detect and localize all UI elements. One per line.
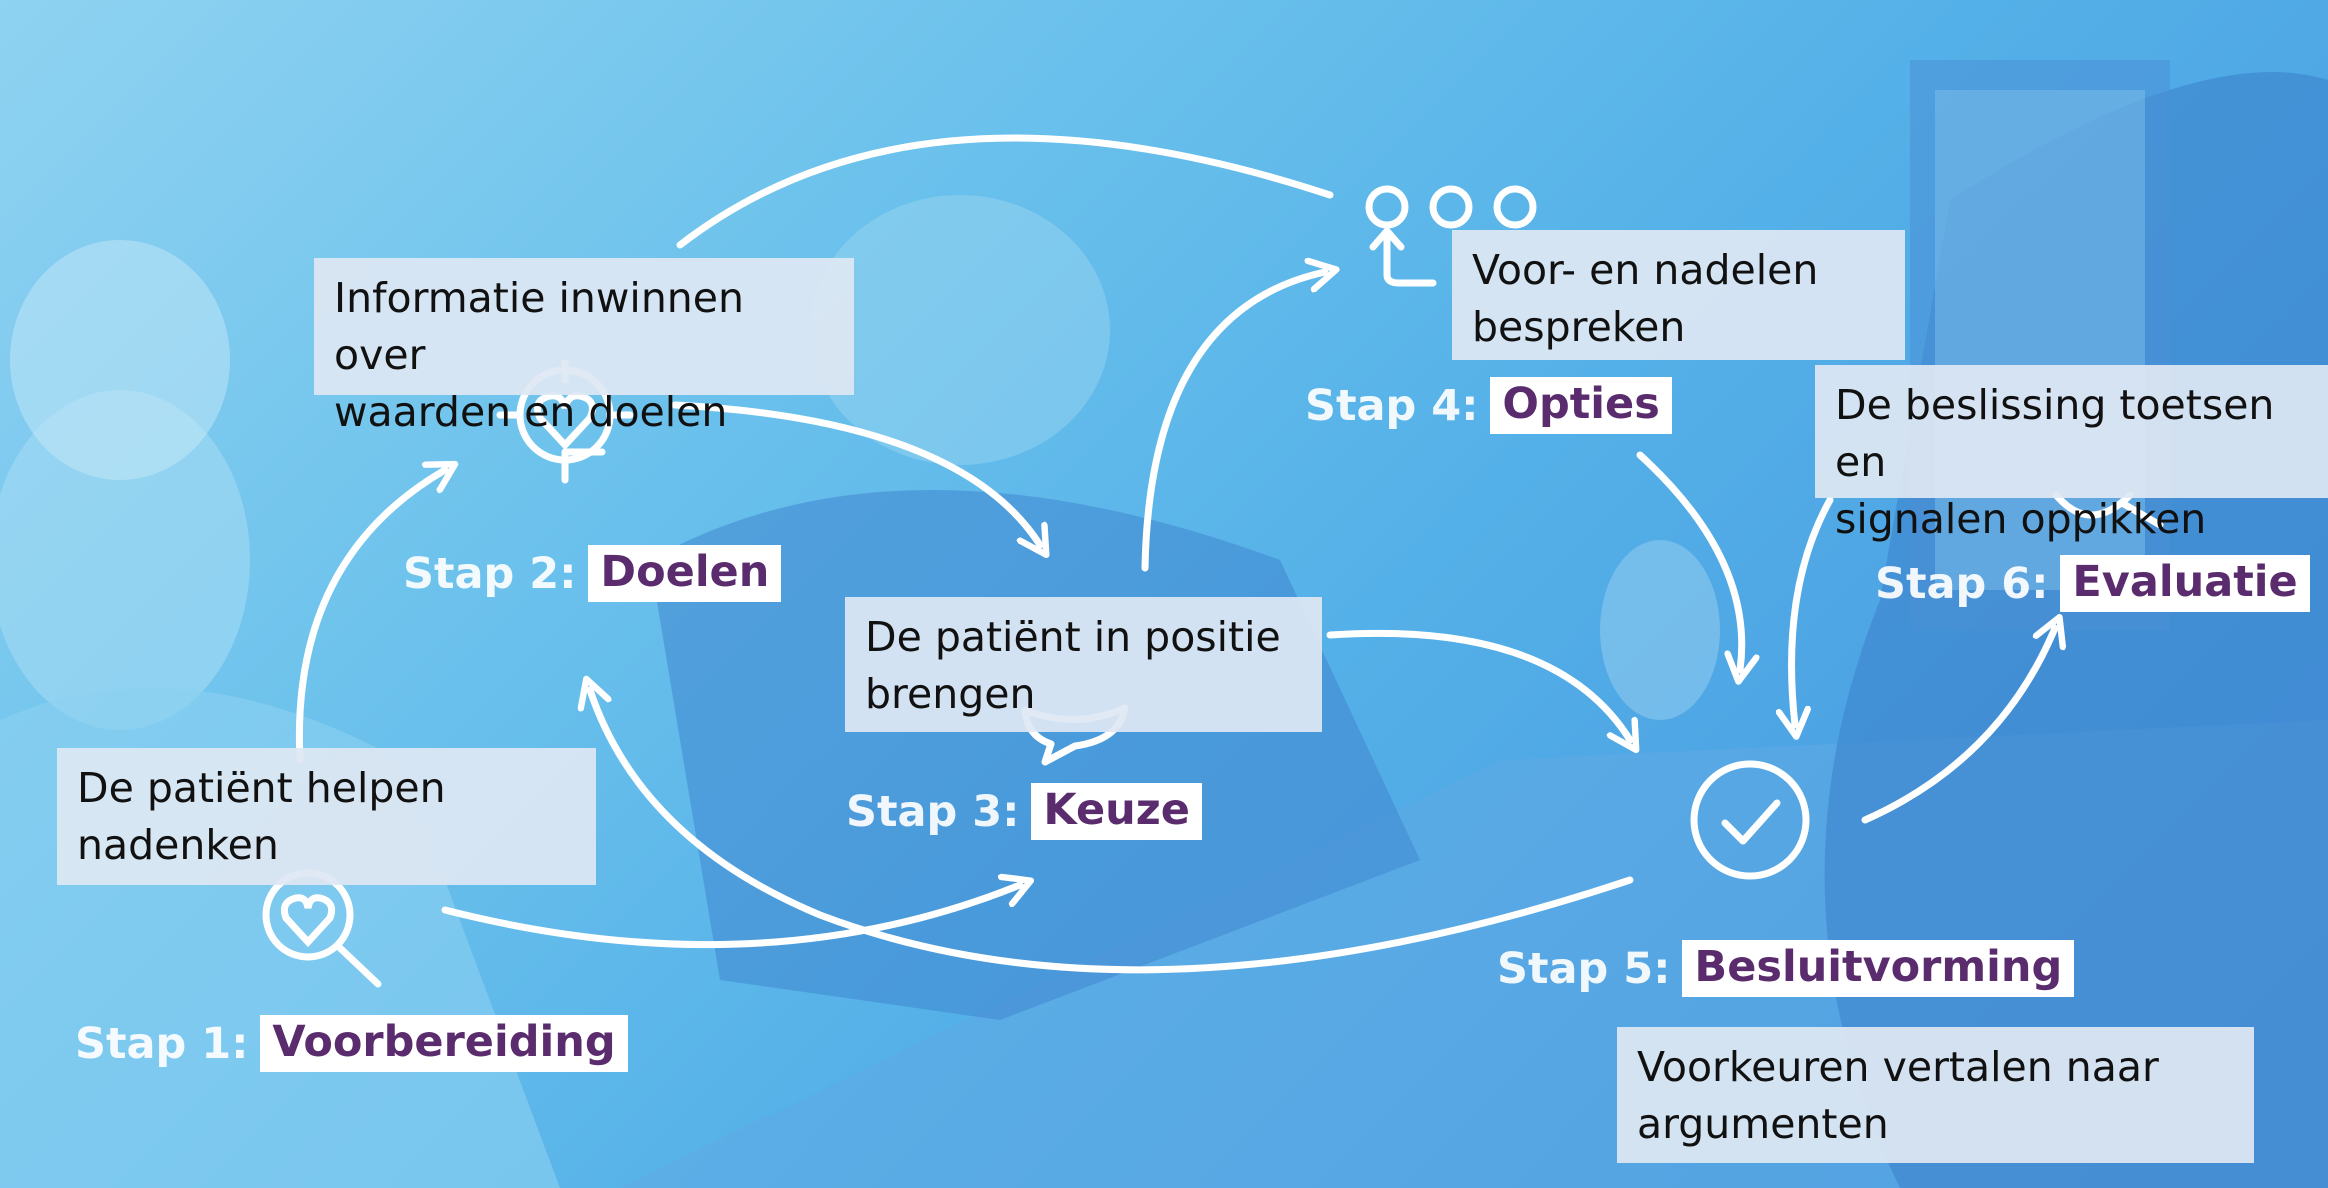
options-circles-icon [1365, 185, 1537, 287]
step-4-prefix: Stap 4: [1305, 380, 1479, 431]
step-2-name: Doelen [588, 545, 782, 602]
step-2-label: Stap 2: Doelen [403, 545, 782, 602]
step-5-prefix: Stap 5: [1497, 943, 1671, 994]
magnifier-icon [2052, 491, 2164, 529]
step-3-label: Stap 3: Keuze [846, 783, 1202, 840]
note-step-1: De patiënt helpen nadenken [57, 748, 596, 885]
step-5-label: Stap 5: Besluitvorming [1497, 940, 2075, 997]
step-5-name: Besluitvorming [1682, 940, 2075, 997]
arrow-step5-to-step2 [590, 690, 1634, 974]
step-1-name: Voorbereiding [260, 1015, 628, 1072]
step-1-label: Stap 1: Voorbereiding [75, 1015, 628, 1072]
step-4-name: Opties [1490, 377, 1672, 434]
arrow-step4-to-step5 [1636, 451, 1742, 670]
arrow-step3-to-step5 [1326, 629, 1630, 740]
note-step-6: De beslissing toetsen en signalen oppikk… [1815, 365, 2328, 543]
step-4-label: Stap 4: Opties [1305, 377, 1672, 434]
step-6-label: Stap 6: Evaluatie [1875, 555, 2310, 612]
note-step-5: Voorkeuren vertalen naar argumenten [1617, 1027, 2254, 1163]
arrow-step6-to-step5 [1792, 496, 1834, 725]
arrow-step3-to-step4 [1141, 272, 1325, 572]
arrow-step5-to-step6 [1861, 628, 2055, 824]
arrow-step2-to-step4 [676, 134, 1334, 249]
step-3-name: Keuze [1031, 783, 1202, 840]
checkmark-circle-icon [1690, 760, 1810, 880]
step-6-name: Evaluatie [2060, 555, 2310, 612]
note-step-2: Informatie inwinnen over waarden en doel… [314, 258, 854, 436]
arrow-step1-to-step3 [441, 885, 1020, 949]
step-3-prefix: Stap 3: [846, 786, 1020, 837]
step-1-prefix: Stap 1: [75, 1018, 249, 1069]
note-step-3: De patiënt in positie brengen [845, 597, 1322, 732]
arrow-step1-to-step2 [295, 470, 445, 764]
step-6-prefix: Stap 6: [1875, 558, 2049, 609]
step-2-prefix: Stap 2: [403, 548, 577, 599]
arrow-step2-to-step3 [671, 401, 1040, 545]
note-step-4: Voor- en nadelen bespreken [1452, 230, 1905, 360]
